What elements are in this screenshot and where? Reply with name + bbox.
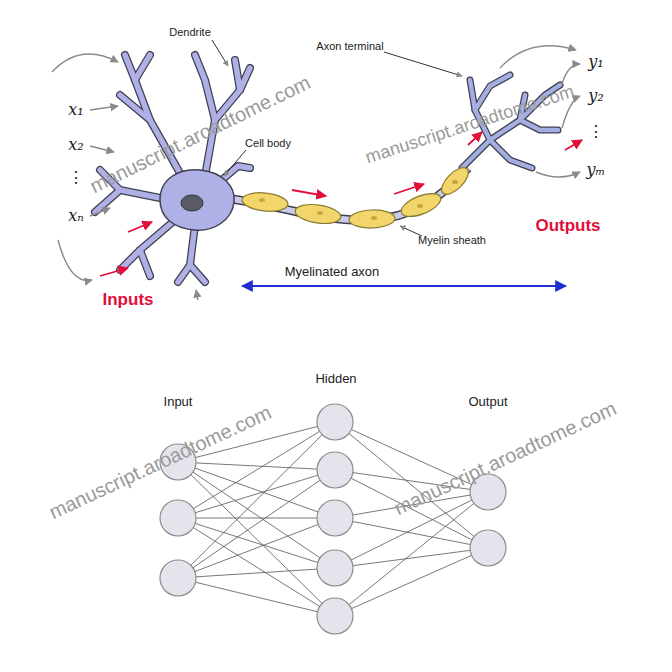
cell-body	[160, 170, 234, 230]
part-label: Dendrite	[169, 26, 211, 38]
input-symbol: x₂	[68, 136, 83, 154]
schwann-nucleus	[259, 180, 458, 220]
network-connection	[178, 462, 335, 616]
network-connection	[178, 518, 335, 568]
network-neuron	[317, 550, 353, 586]
part-label: Axon terminal	[316, 40, 383, 52]
ellipsis: ⋮	[588, 123, 604, 141]
layer-label: Output	[468, 395, 507, 409]
output-symbol: y₂	[588, 87, 603, 105]
output-symbol: yₘ	[587, 161, 606, 179]
network-neuron	[317, 404, 353, 440]
network-connection	[178, 568, 335, 578]
part-label: Myelin sheath	[418, 234, 486, 246]
watermark: manuscript.aroadtome.com	[86, 71, 313, 197]
network-neuron	[470, 530, 506, 566]
network-neuron	[317, 598, 353, 634]
myelin-sheath	[241, 163, 472, 228]
io-label: Inputs	[103, 291, 154, 310]
io-label: Outputs	[535, 217, 600, 236]
network-connection	[335, 548, 488, 616]
network-neuron	[160, 500, 196, 536]
span-label: Myelinated axon	[285, 265, 380, 279]
network-neuron	[160, 560, 196, 596]
network-connection	[335, 518, 488, 548]
network-connections	[178, 422, 488, 616]
input-symbol: x₁	[68, 101, 83, 119]
watermark: manuscript.aroadtome.com	[363, 82, 577, 168]
network-connection	[178, 462, 335, 470]
network-neuron	[317, 500, 353, 536]
input-symbol: xₙ	[68, 207, 84, 225]
network-connection	[178, 518, 335, 519]
network-connection	[178, 470, 335, 518]
output-symbol: y₁	[588, 53, 603, 71]
watermark: manuscript.aroadtome.com	[46, 401, 275, 523]
ellipsis: ⋮	[68, 169, 84, 187]
watermark: manuscript.aroadtome.com	[391, 397, 620, 519]
network-connection	[178, 462, 335, 568]
part-label: Cell body	[245, 137, 291, 149]
network-connection	[178, 578, 335, 616]
layer-label: Hidden	[315, 372, 356, 386]
span-arrow	[242, 285, 566, 287]
network-neuron	[317, 452, 353, 488]
nucleus	[181, 195, 203, 211]
network-connection	[178, 518, 335, 616]
network-connection	[178, 518, 335, 578]
network-connection	[178, 470, 335, 578]
layer-label: Input	[164, 395, 193, 409]
